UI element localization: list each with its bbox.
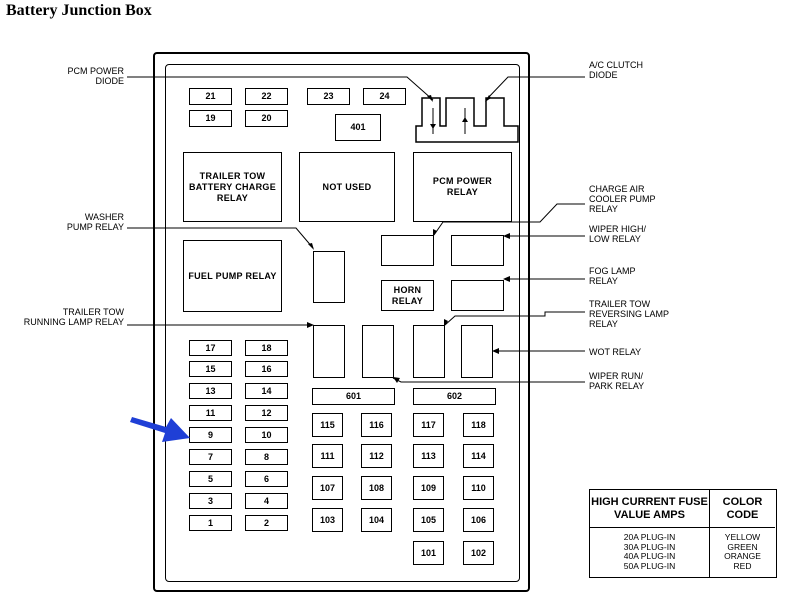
fuse-109: 109 [413, 476, 444, 500]
relay-trailer-tow-running-lamp [313, 325, 345, 378]
label-wiper-run-park-relay: WIPER RUN/ PARK RELAY [589, 371, 645, 391]
fuse-116: 116 [361, 413, 392, 437]
fuse-108: 108 [361, 476, 392, 500]
label-wiper-high-low-relay: WIPER HIGH/ LOW RELAY [589, 224, 647, 244]
legend-color: YELLOW [724, 532, 761, 542]
fuse-21: 21 [189, 88, 232, 105]
page-title: Battery Junction Box [6, 2, 152, 19]
legend-value: 30A PLUG-IN [623, 541, 676, 552]
fuse-115: 115 [312, 413, 343, 437]
relay-fog-lamp [451, 280, 504, 311]
fuse-1: 1 [189, 515, 232, 531]
fuse-9: 9 [189, 427, 232, 443]
legend-color: RED [733, 560, 752, 571]
label-charge-air-cooler-pump-relay: CHARGE AIR COOLER PUMP RELAY [589, 184, 656, 214]
fuse-113: 113 [413, 444, 444, 468]
fuse-4: 4 [245, 493, 288, 509]
legend-header-amps: HIGH CURRENT FUSE VALUE AMPS [590, 490, 710, 528]
fuse-22: 22 [245, 88, 288, 105]
fuse-107: 107 [312, 476, 343, 500]
fuse-7: 7 [189, 449, 232, 465]
fuse-103: 103 [312, 508, 343, 532]
fuse-20: 20 [245, 110, 288, 127]
fuse-15: 15 [189, 361, 232, 377]
fuse-118: 118 [463, 413, 494, 437]
fuse-106: 106 [463, 508, 494, 532]
relay-trailer-tow-battery-charge: TRAILER TOW BATTERY CHARGE RELAY [183, 152, 282, 222]
label-wot-relay: WOT RELAY [589, 347, 642, 357]
relay-pcm-power: PCM POWER RELAY [413, 152, 512, 222]
label-trailer-tow-running-lamp-relay: TRAILER TOW RUNNING LAMP RELAY [23, 307, 124, 327]
legend-header-color: COLOR CODE [710, 490, 775, 528]
label-pcm-power-diode: PCM POWER DIODE [67, 66, 124, 86]
fuse-401: 401 [335, 114, 381, 141]
relay-wiper-high-low [451, 235, 504, 266]
fuse-117: 117 [413, 413, 444, 437]
fuse-601: 601 [312, 388, 395, 405]
fuse-114: 114 [463, 444, 494, 468]
fuse-5: 5 [189, 471, 232, 487]
label-washer-pump-relay: WASHER PUMP RELAY [66, 212, 124, 232]
fuse-14: 14 [245, 383, 288, 399]
legend-color: GREEN [727, 541, 758, 552]
fuse-112: 112 [361, 444, 392, 468]
fuse-3: 3 [189, 493, 232, 509]
fuse-legend-table: HIGH CURRENT FUSE VALUE AMPS COLOR CODE … [589, 489, 777, 578]
legend-value: 50A PLUG-IN [623, 560, 676, 571]
relay-charge-air-cooler-pump [381, 235, 434, 266]
fuse-16: 16 [245, 361, 288, 377]
legend-values: 20A PLUG-IN 30A PLUG-IN 40A PLUG-IN 50A … [590, 528, 710, 577]
fuse-8: 8 [245, 449, 288, 465]
label-ac-clutch-diode: A/C CLUTCH DIODE [589, 60, 644, 80]
fuse-104: 104 [361, 508, 392, 532]
legend-value: 40A PLUG-IN [623, 551, 676, 561]
fuse-23: 23 [307, 88, 350, 105]
fuse-18: 18 [245, 340, 288, 356]
fuse-11: 11 [189, 405, 232, 421]
legend-color: ORANGE [724, 551, 761, 561]
fuse-10: 10 [245, 427, 288, 443]
fuse-105: 105 [413, 508, 444, 532]
relay-trailer-tow-reversing-lamp [413, 325, 445, 378]
fuse-602: 602 [413, 388, 496, 405]
fuse-13: 13 [189, 383, 232, 399]
legend-colors: YELLOW GREEN ORANGE RED [710, 528, 775, 577]
fuse-24: 24 [363, 88, 406, 105]
legend-value: 20A PLUG-IN [623, 532, 676, 542]
fuse-6: 6 [245, 471, 288, 487]
relay-fuel-pump: FUEL PUMP RELAY [183, 240, 282, 312]
fuse-101: 101 [413, 541, 444, 565]
fuse-102: 102 [463, 541, 494, 565]
fuse-110: 110 [463, 476, 494, 500]
label-fog-lamp-relay: FOG LAMP RELAY [589, 266, 636, 286]
fuse-12: 12 [245, 405, 288, 421]
relay-not-used: NOT USED [299, 152, 395, 222]
relay-wiper-run-park [362, 325, 394, 378]
fuse-17: 17 [189, 340, 232, 356]
relay-washer-pump [313, 251, 345, 303]
label-trailer-tow-reversing-lamp-relay: TRAILER TOW REVERSING LAMP RELAY [589, 299, 669, 329]
relay-wot [461, 325, 493, 378]
fuse-19: 19 [189, 110, 232, 127]
fuse-111: 111 [312, 444, 343, 468]
fuse-2: 2 [245, 515, 288, 531]
relay-horn: HORN RELAY [381, 280, 434, 311]
